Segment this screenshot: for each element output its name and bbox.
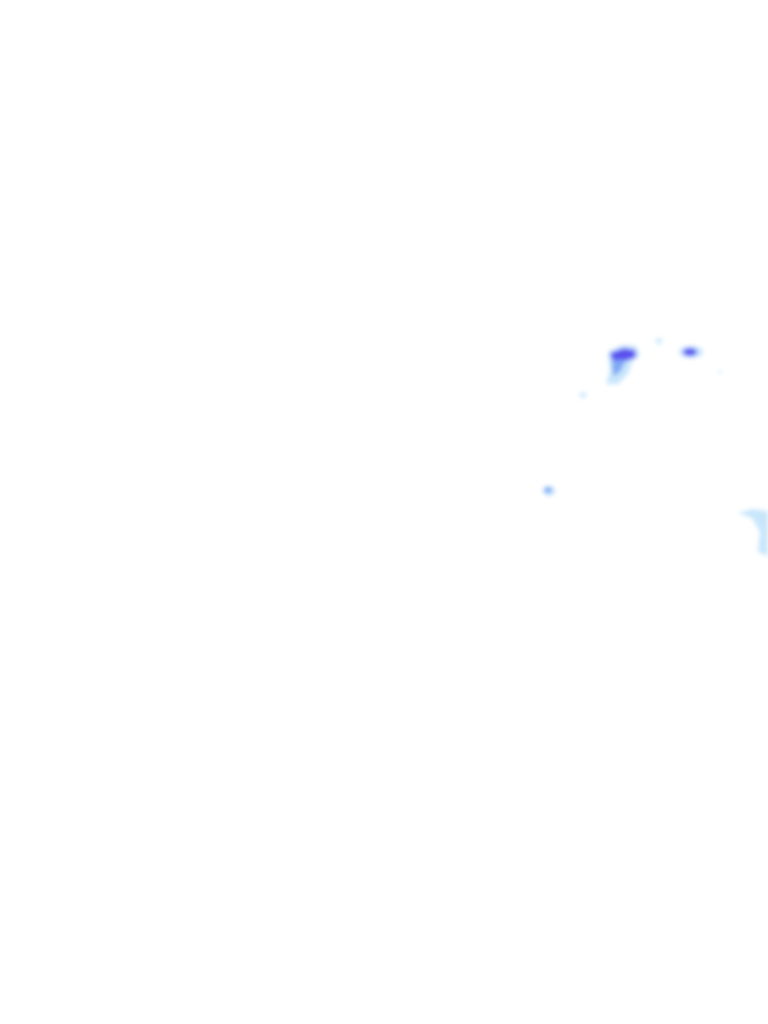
precip-cell-core [683,348,697,356]
precip-cell [718,370,722,374]
precip-cell [612,360,626,376]
precip-cell [738,509,768,556]
precip-cell [580,392,586,398]
precip-cell-core [544,487,552,493]
precipitation-layer [543,338,768,556]
precip-cell [656,338,662,344]
